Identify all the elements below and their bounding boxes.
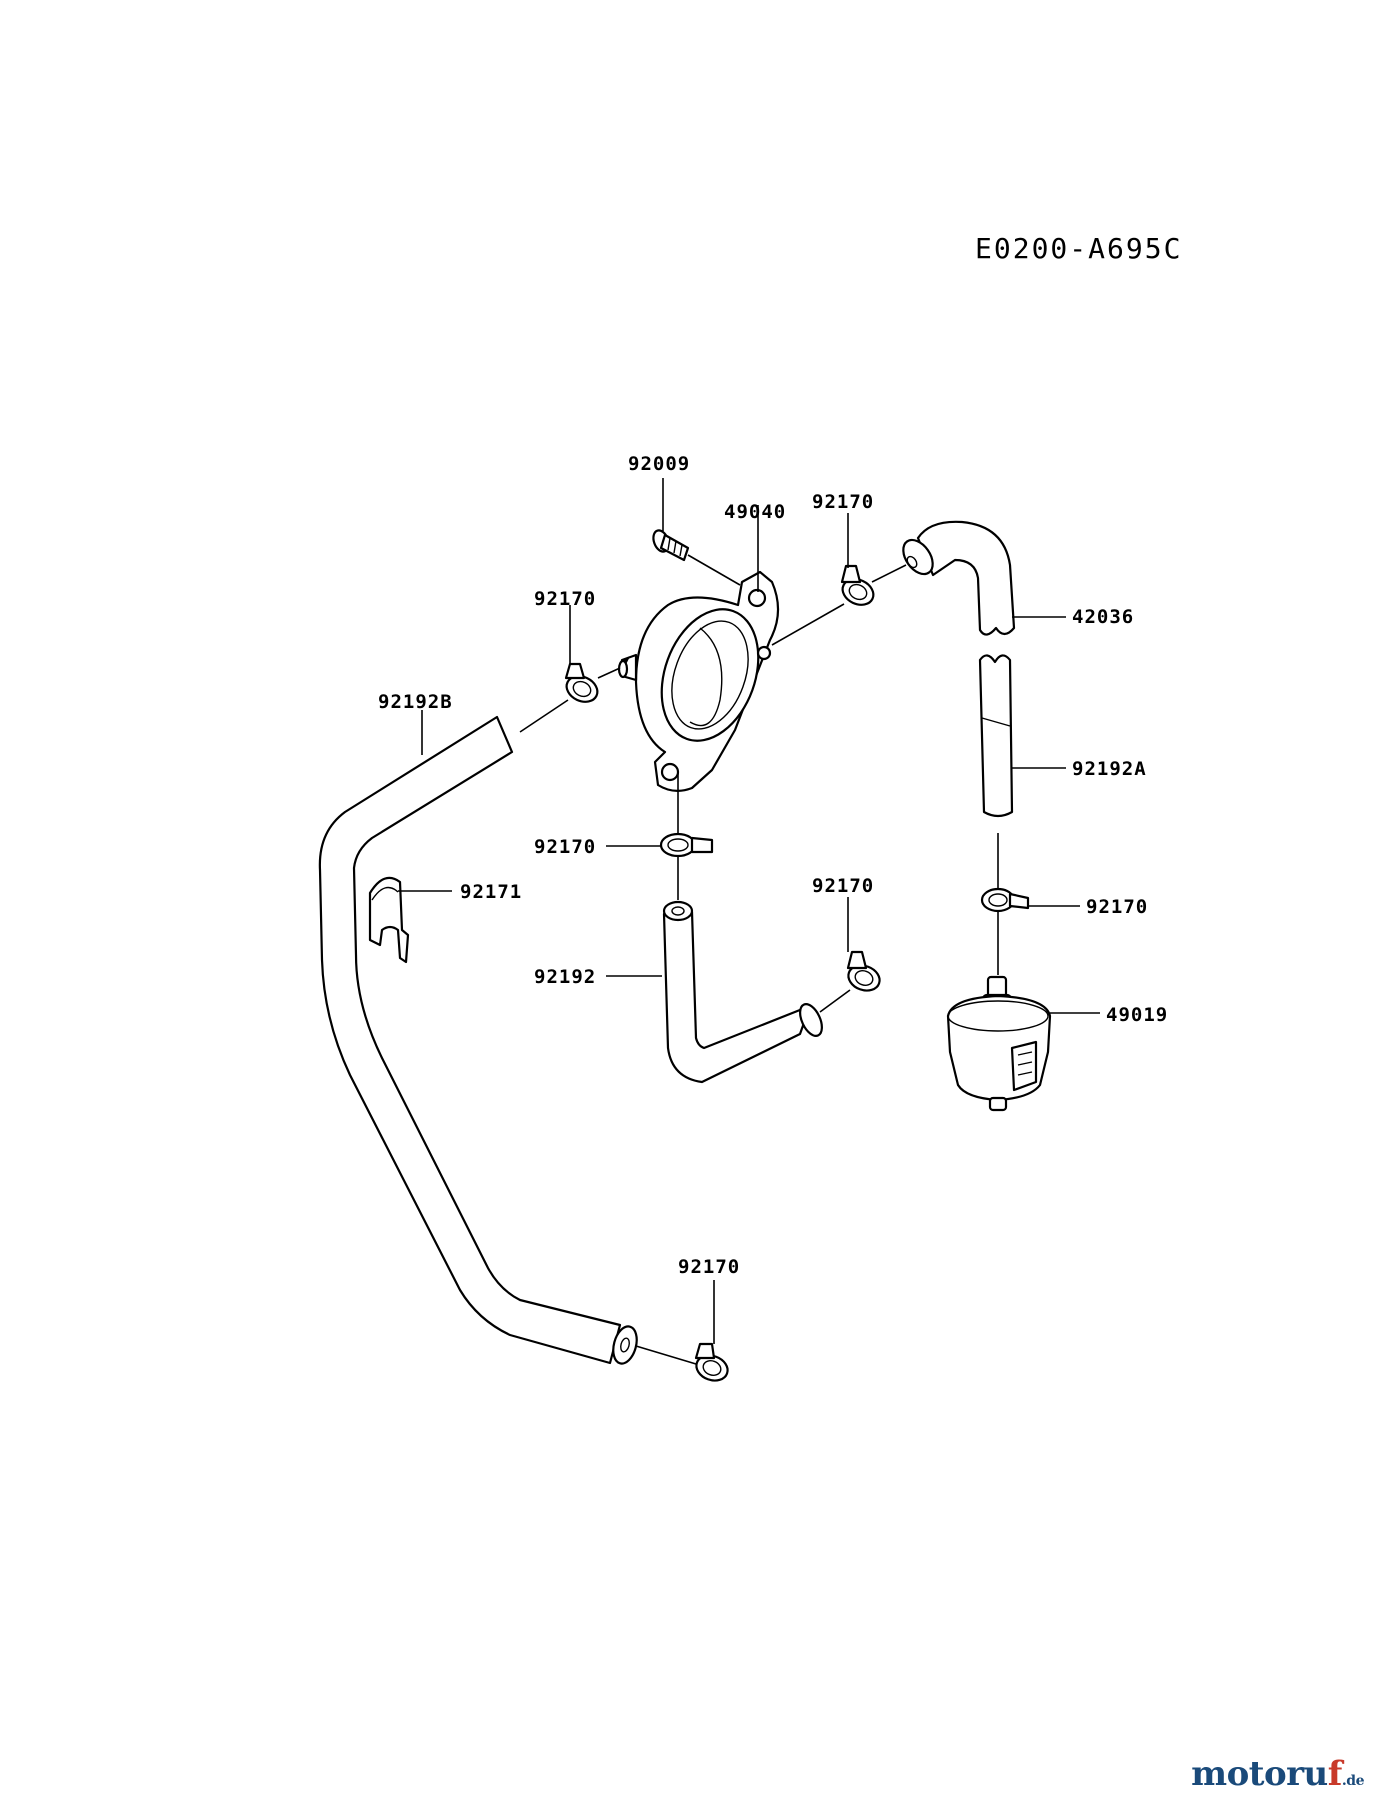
- hose-clamp-left: [564, 662, 599, 703]
- label-92192: 92192: [534, 966, 596, 988]
- hose-92192b: [318, 715, 638, 1365]
- label-92170-right: 92170: [1086, 896, 1148, 918]
- label-92171: 92171: [460, 881, 522, 903]
- label-92192b: 92192B: [378, 691, 453, 713]
- clip-92171: [368, 876, 410, 964]
- screw-92009: [652, 529, 690, 562]
- label-92170-bottom: 92170: [678, 1256, 740, 1278]
- hose-clamp-midright: [846, 950, 881, 992]
- leader-lines: [398, 478, 1100, 1344]
- label-42036: 42036: [1072, 606, 1134, 628]
- hose-clamp-mid: [659, 832, 714, 858]
- label-49040: 49040: [724, 501, 786, 523]
- assembly-lines: [519, 554, 999, 1365]
- hose-clamp-top: [840, 564, 875, 606]
- fuel-pump-49040: [617, 570, 780, 792]
- fuel-filter-49019: [946, 975, 1052, 1112]
- label-92170-midright: 92170: [812, 875, 874, 897]
- hose-92192: [662, 900, 823, 1084]
- part-labels: 92009 49040 92170 42036 92170 92192B 921…: [378, 453, 1168, 1278]
- label-92192a: 92192A: [1072, 758, 1147, 780]
- hose-clamp-right: [980, 887, 1030, 913]
- label-92009: 92009: [628, 453, 690, 475]
- label-92170-left: 92170: [534, 588, 596, 610]
- hose-92192a: [978, 654, 1014, 818]
- hose-clamp-bottom: [694, 1342, 729, 1382]
- watermark-logo: motoruf.de: [1191, 1754, 1364, 1794]
- label-92170-mid: 92170: [534, 836, 596, 858]
- label-92170-top: 92170: [812, 491, 874, 513]
- diagram-code: E0200-A695C: [975, 232, 1182, 265]
- label-49019: 49019: [1106, 1004, 1168, 1026]
- hose-42036: [902, 520, 1016, 636]
